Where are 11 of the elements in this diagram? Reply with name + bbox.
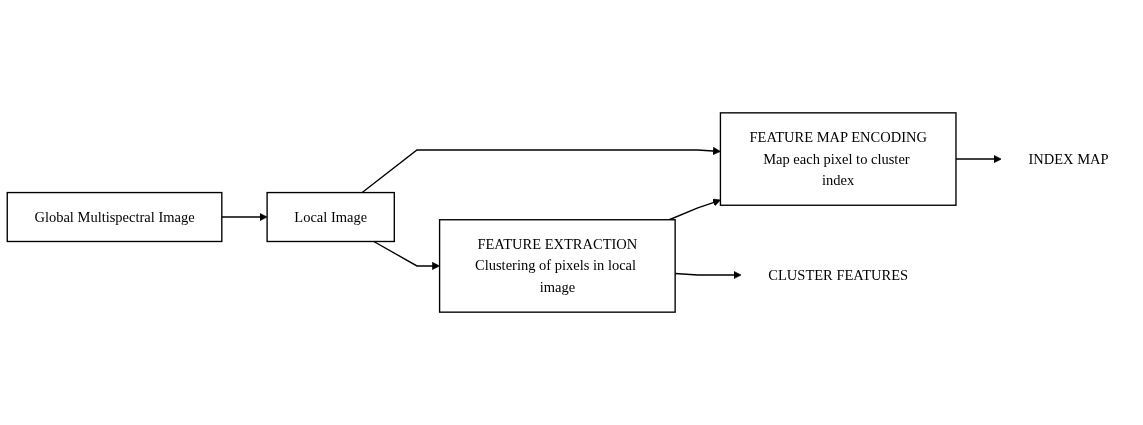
arrow [221, 213, 268, 221]
node-box: Global Multispectral Image [6, 191, 223, 243]
node-text: INDEX MAP [1028, 150, 1109, 167]
node-box: FEATURE MAP ENCODING Map each pixel to cluster index [719, 112, 957, 206]
node-box: FEATURE EXTRACTION Clustering of pixels in local image [438, 219, 676, 313]
arrow [955, 155, 1002, 164]
arrow [373, 240, 440, 270]
arrow [668, 198, 721, 221]
arrow [361, 147, 721, 194]
node-text: CLUSTER FEATURES [768, 266, 909, 283]
node-box: Local Image [266, 191, 395, 243]
